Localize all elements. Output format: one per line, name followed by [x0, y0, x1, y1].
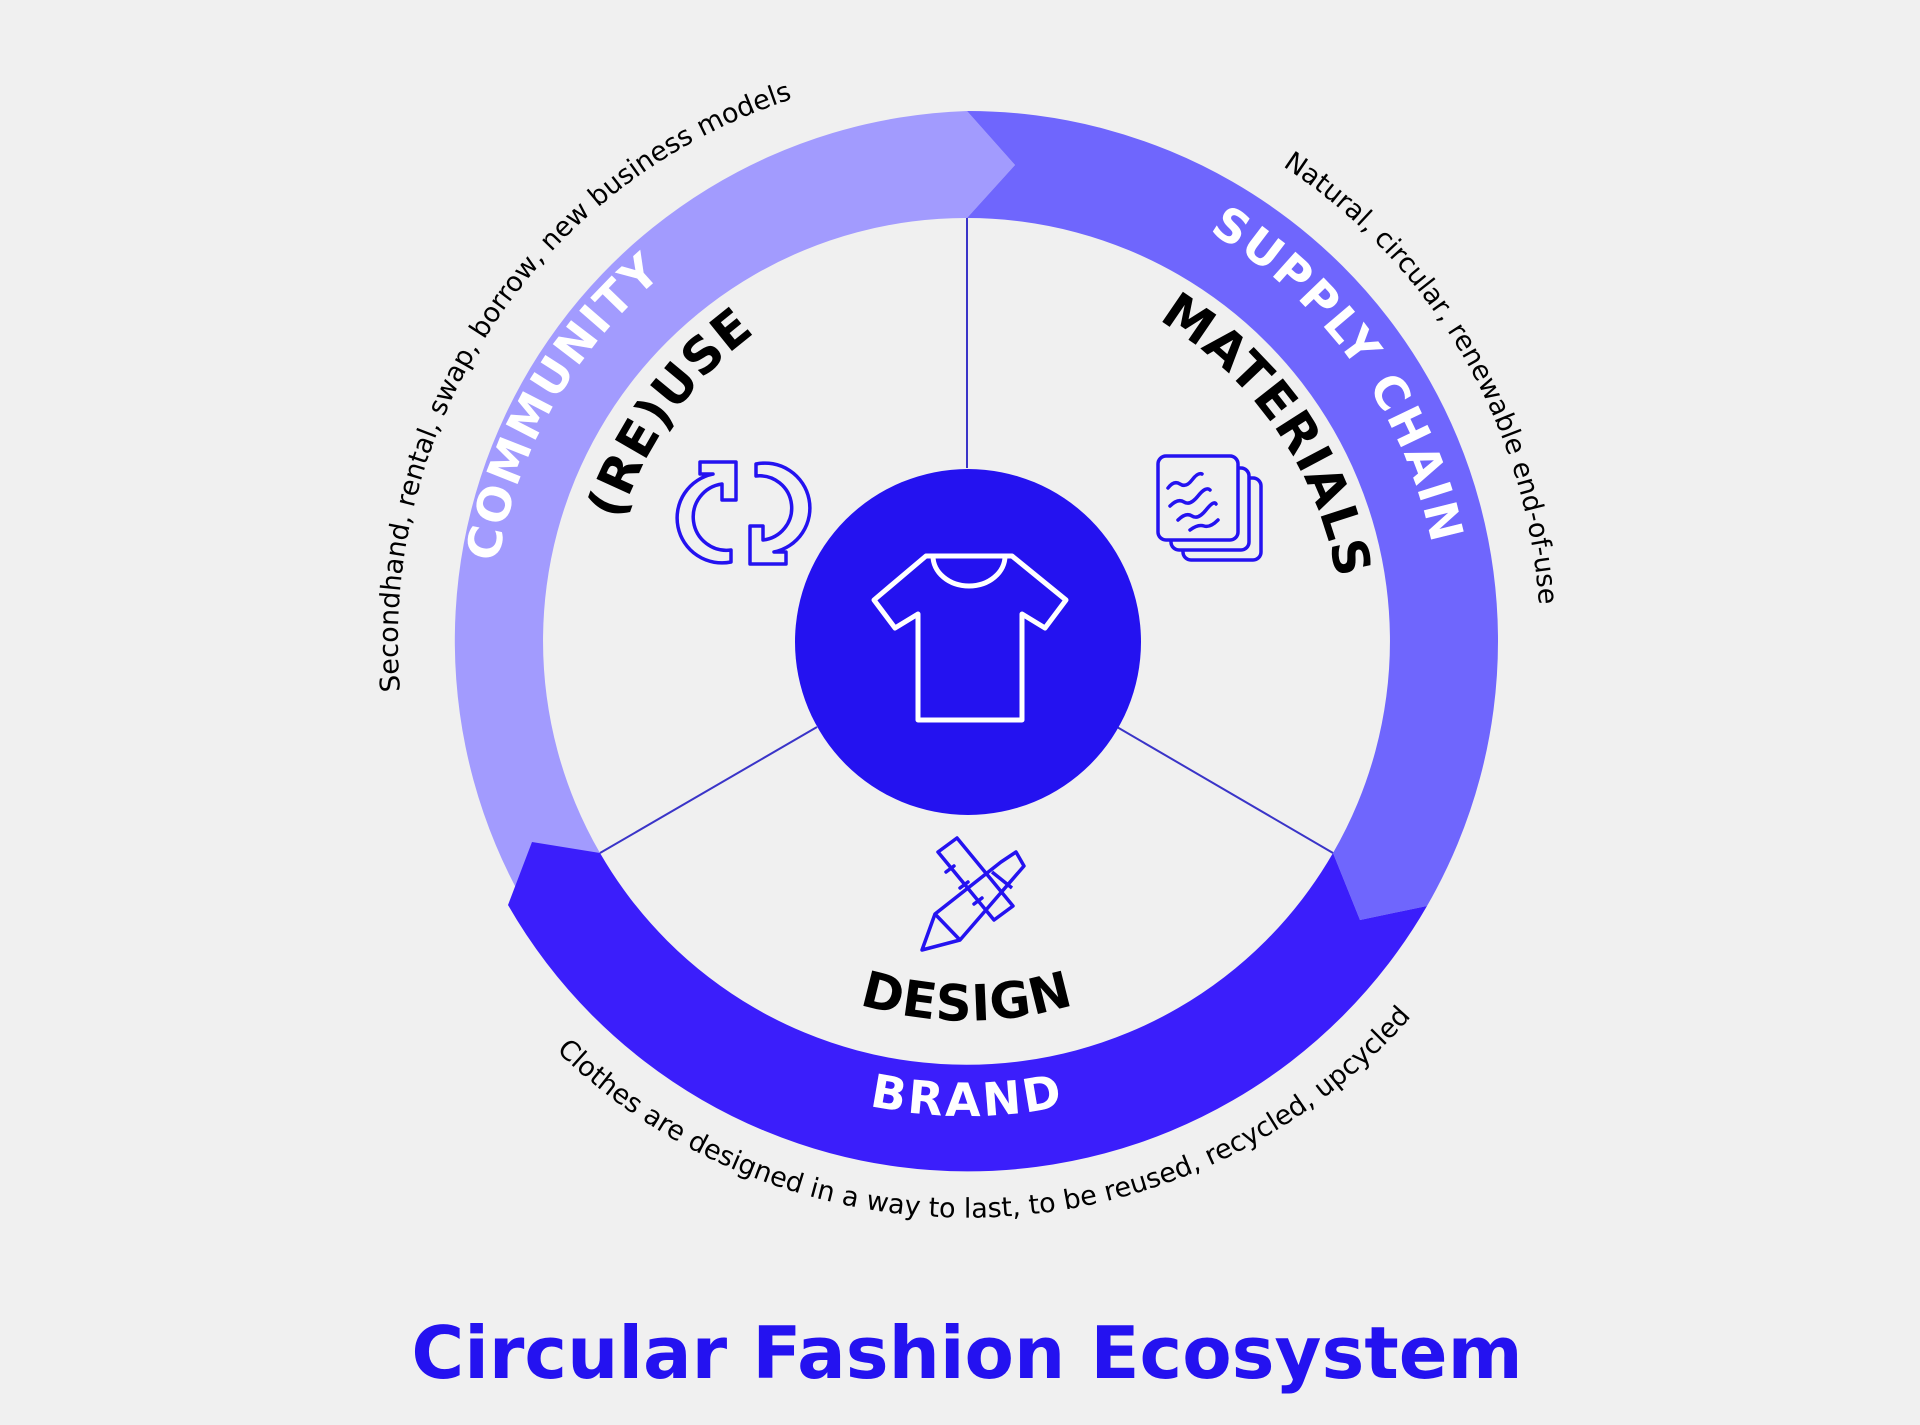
brand-ring-label: BRAND — [867, 1063, 1066, 1126]
page-title: Circular Fashion Ecosystem — [411, 1311, 1522, 1395]
fabric-layers-icon — [1156, 454, 1263, 562]
recycle-arrows-icon — [675, 460, 812, 566]
supply-chain-ring-segment — [967, 110, 1499, 921]
divider-left — [599, 726, 818, 854]
brand-ring-segment — [508, 842, 1427, 1172]
center-circle — [795, 469, 1141, 815]
tshirt-icon — [871, 553, 1069, 723]
ruler-pencil-icon — [920, 836, 1026, 952]
community-ring-segment — [454, 111, 1016, 906]
design-label: DESIGN — [856, 960, 1078, 1033]
divider-right — [1116, 726, 1334, 854]
